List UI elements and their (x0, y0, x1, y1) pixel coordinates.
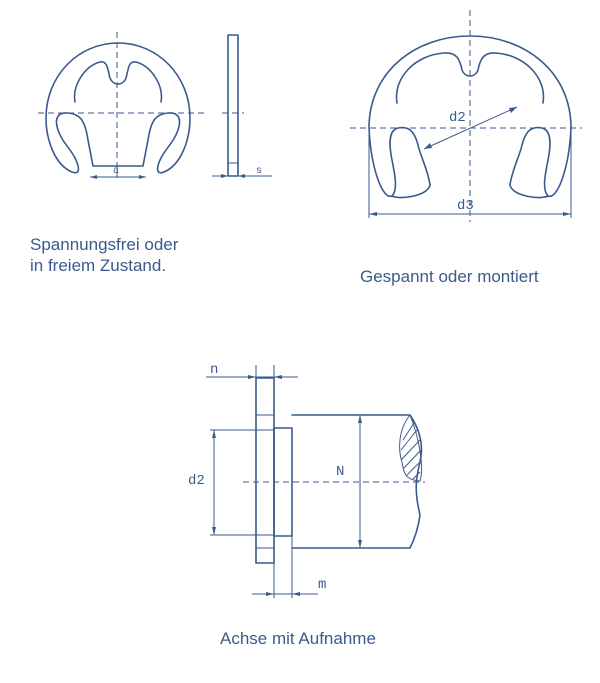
dim-s-arrow-left (221, 174, 228, 178)
dim-d2-arrow-right (509, 107, 517, 113)
dim-d3-arrow-left (369, 212, 377, 216)
dim-n-arrow-right (274, 375, 282, 379)
dim-d2-arrow-left (424, 143, 432, 149)
dim-d3-label: d3 (457, 198, 474, 214)
side-view-body (227, 34, 239, 177)
relaxed-clip-inner-edge (73, 61, 163, 103)
dim-d2-line (423, 106, 518, 150)
dim-d2-label-top: d2 (449, 110, 466, 126)
mounted-clip-view: d2 d3 (350, 10, 582, 222)
dim-m-arrow-right (292, 592, 300, 596)
dim-n-arrow-left (248, 375, 256, 379)
mounted-clip-outline (368, 35, 572, 198)
dim-d2-bottom-arrow-top (212, 430, 216, 438)
caption-relaxed: Spannungsfrei oder in freiem Zustand. (30, 234, 178, 276)
caption-relaxed-line1: Spannungsfrei oder (30, 235, 179, 254)
dim-N-arrow-top (358, 415, 362, 423)
relaxed-clip-outline (45, 42, 191, 174)
relaxed-clip-view: a (38, 32, 205, 180)
dim-s-arrow-right (238, 174, 245, 178)
caption-relaxed-line2: in freiem Zustand. (30, 256, 167, 275)
dim-m-label: m (318, 577, 326, 593)
dim-a-arrow-left (90, 175, 97, 179)
shaft-break-section (399, 414, 423, 482)
dim-N-label: N (336, 464, 344, 480)
dim-m-arrow-left (266, 592, 274, 596)
dim-a-label: a (113, 166, 119, 177)
dim-a-arrow-right (139, 175, 146, 179)
dim-d2-label-bottom: d2 (188, 473, 205, 489)
shaft-hatching (400, 422, 422, 480)
mounted-clip-inner-edge (395, 52, 545, 104)
mounted-clip-right-prong (509, 184, 549, 199)
shaft-body (291, 414, 423, 549)
dim-n-label: n (210, 362, 218, 378)
caption-shaft: Achse mit Aufnahme (220, 629, 376, 648)
shaft-view: N d2 n m (188, 362, 425, 598)
caption-mounted: Gespannt oder montiert (360, 267, 539, 286)
relaxed-clip-side-view: s (212, 34, 272, 178)
dim-d3-arrow-right (563, 212, 571, 216)
mounted-clip-left-prong (391, 184, 431, 199)
dim-s-label: s (256, 166, 262, 177)
dim-d2-bottom-arrow-bottom (212, 527, 216, 535)
dim-N-arrow-bottom (358, 540, 362, 548)
